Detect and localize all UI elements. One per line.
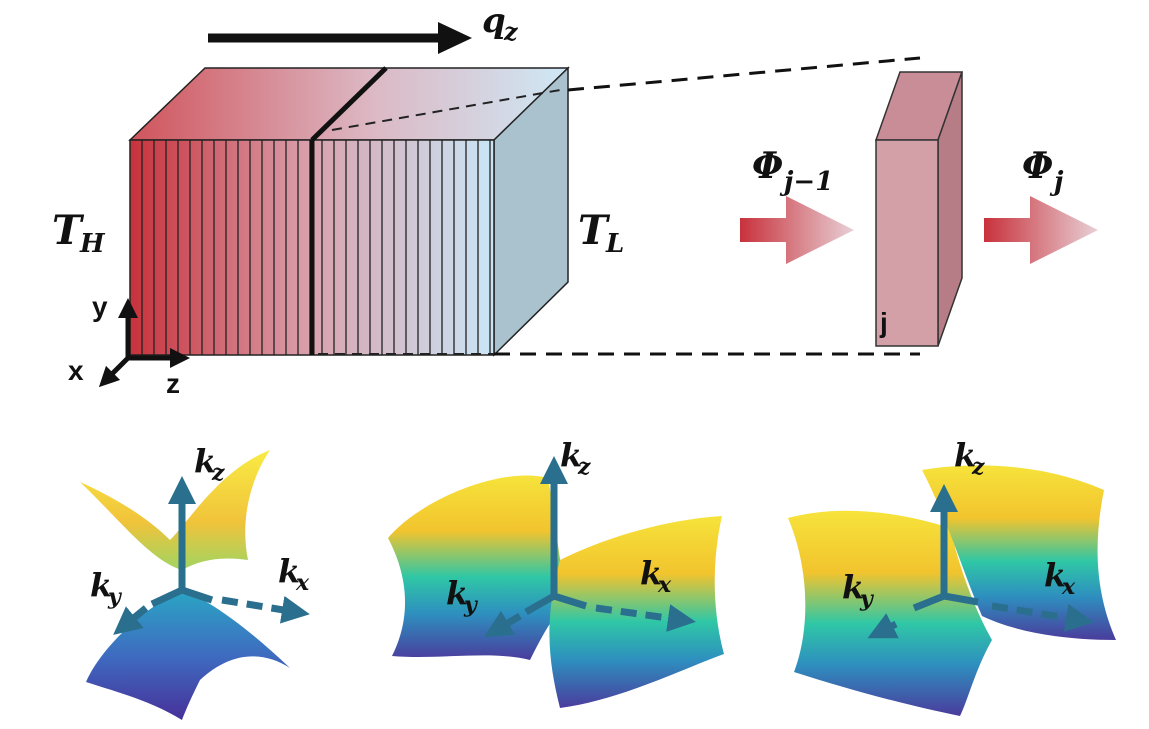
p2-kx-label: k — [640, 554, 662, 592]
surface-panel-3 — [788, 465, 1116, 716]
p3-kz-sub: z — [971, 454, 985, 480]
layer-lines — [141, 140, 491, 355]
layered-block — [128, 66, 570, 357]
p3-ky-label: k — [842, 568, 864, 606]
p2-kz-sub: z — [577, 454, 591, 480]
axis-x-label: x — [68, 355, 84, 386]
projection-line-top — [567, 56, 921, 92]
p2-ky-label: k — [446, 574, 468, 612]
p1-ky-label: k — [90, 566, 112, 604]
p3-ky-sub: y — [859, 586, 875, 612]
slab — [874, 71, 964, 347]
in-flux-label: Φ — [752, 145, 783, 187]
coordinate-axes — [98, 298, 190, 388]
p3-kx-label: k — [1044, 556, 1066, 594]
surface-panel-1 — [80, 450, 310, 720]
p1-kz-sub: z — [211, 460, 225, 486]
p2-kz-label: k — [560, 436, 582, 474]
cold-sub: L — [605, 229, 624, 259]
hot-sub: H — [79, 229, 106, 259]
p3-kx-sub: x — [1061, 574, 1076, 600]
flux-sub: z — [503, 17, 519, 46]
incoming-flux-arrow — [740, 196, 854, 264]
cold-label: T — [578, 207, 611, 254]
in-flux-sub: j−1 — [779, 167, 833, 197]
heat-flux-arrow — [208, 22, 472, 54]
axis-y-label: y — [92, 291, 108, 322]
p2-ky-sub: y — [463, 592, 479, 618]
outgoing-flux-arrow — [984, 196, 1098, 264]
p1-kz-label: k — [194, 442, 216, 480]
p3-kz-label: k — [954, 436, 976, 474]
p1-ky-sub: y — [107, 584, 123, 610]
axis-z-label: z — [166, 368, 180, 399]
surface-panel-2 — [388, 456, 724, 708]
out-flux-label: Φ — [1022, 145, 1053, 187]
slab-label: j — [879, 307, 888, 338]
p2-kx-sub: x — [657, 572, 672, 598]
flux-label: q — [482, 1, 506, 41]
p1-kx-sub: x — [295, 570, 310, 596]
p1-kx-label: k — [278, 552, 300, 590]
hot-label: T — [52, 207, 85, 254]
